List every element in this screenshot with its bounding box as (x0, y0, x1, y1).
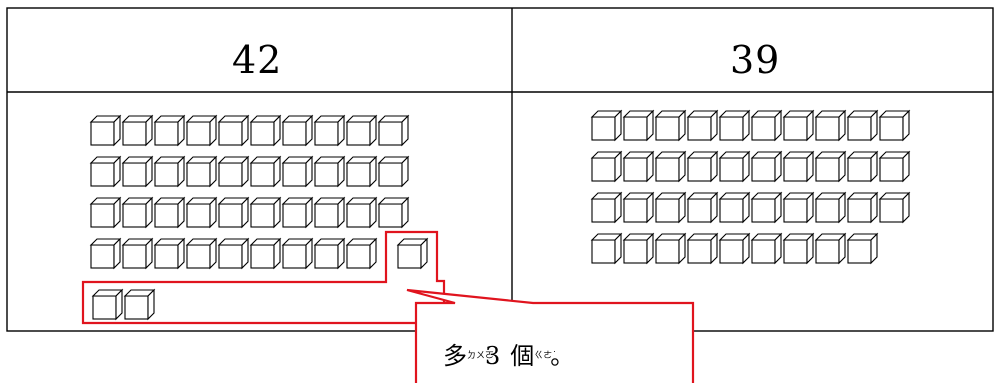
cube-icon (153, 196, 186, 229)
cube-icon (153, 237, 186, 270)
cube-icon (89, 155, 122, 188)
cube-icon (121, 196, 154, 229)
cube-icon (185, 155, 218, 188)
cube-icon (153, 155, 186, 188)
cube-icon (377, 114, 410, 147)
cube-icon (814, 150, 847, 183)
cube-icon (782, 191, 815, 224)
cube-icon (217, 114, 250, 147)
cube-icon (345, 196, 378, 229)
cube-icon (281, 155, 314, 188)
cube-icon (345, 155, 378, 188)
cube-group-left (89, 114, 429, 321)
callout-unit: 個 (510, 342, 535, 370)
cube-icon (878, 191, 911, 224)
cube-icon (654, 191, 687, 224)
cube-icon (377, 155, 410, 188)
cube-icon (590, 109, 623, 142)
cube-icon (396, 237, 429, 270)
cube-icon (750, 232, 783, 265)
cube-icon (123, 288, 156, 321)
cube-icon (846, 191, 879, 224)
cube-icon (654, 109, 687, 142)
cube-icon (121, 114, 154, 147)
cube-icon (281, 114, 314, 147)
cube-icon (153, 114, 186, 147)
right-number: 39 (730, 38, 781, 82)
cube-icon (622, 109, 655, 142)
cube-icon (718, 232, 751, 265)
cube-icon (686, 150, 719, 183)
cube-icon (782, 232, 815, 265)
cube-icon (217, 237, 250, 270)
cube-icon (313, 237, 346, 270)
cube-icon (345, 114, 378, 147)
callout-word-ruby: ㄉㄨㄛ (467, 351, 495, 361)
cube-icon (121, 155, 154, 188)
cube-icon (686, 232, 719, 265)
callout-box (406, 288, 695, 383)
cube-icon (185, 114, 218, 147)
cube-icon (878, 109, 911, 142)
cube-icon (89, 237, 122, 270)
cube-icon (654, 232, 687, 265)
cube-icon (590, 150, 623, 183)
cube-icon (718, 150, 751, 183)
cube-icon (750, 150, 783, 183)
cube-icon (622, 191, 655, 224)
callout-word: 多 (443, 342, 467, 370)
cube-icon (590, 191, 623, 224)
cube-icon (718, 109, 751, 142)
cube-icon (249, 237, 282, 270)
cube-icon (249, 196, 282, 229)
cube-icon (217, 155, 250, 188)
cube-icon (654, 150, 687, 183)
cube-icon (377, 196, 410, 229)
cube-icon (185, 196, 218, 229)
cube-icon (217, 196, 250, 229)
cube-icon (249, 155, 282, 188)
cube-icon (814, 191, 847, 224)
left-number: 42 (232, 38, 283, 82)
cube-icon (281, 196, 314, 229)
cube-icon (281, 237, 314, 270)
callout-end: 。 (550, 342, 575, 370)
cube-icon (185, 237, 218, 270)
cube-icon (750, 191, 783, 224)
cube-icon (718, 191, 751, 224)
cube-icon (846, 109, 879, 142)
cube-icon (89, 114, 122, 147)
cube-icon (313, 196, 346, 229)
cube-icon (345, 237, 378, 270)
cube-icon (782, 109, 815, 142)
cube-icon (249, 114, 282, 147)
cube-icon (846, 150, 879, 183)
cube-icon (91, 288, 124, 321)
callout-unit-ruby: ㄍㄜ˙ (534, 351, 557, 361)
cube-icon (313, 155, 346, 188)
cube-icon (121, 237, 154, 270)
callout-count: 3 (485, 342, 501, 370)
cube-icon (89, 196, 122, 229)
cube-icon (846, 232, 879, 265)
cube-icon (750, 109, 783, 142)
cube-icon (814, 232, 847, 265)
cube-icon (590, 232, 623, 265)
cube-icon (686, 191, 719, 224)
cube-icon (814, 109, 847, 142)
cube-icon (622, 232, 655, 265)
cube-icon (878, 150, 911, 183)
cube-group-right (590, 109, 911, 265)
cube-icon (686, 109, 719, 142)
cube-icon (313, 114, 346, 147)
cube-icon (782, 150, 815, 183)
cube-icon (622, 150, 655, 183)
